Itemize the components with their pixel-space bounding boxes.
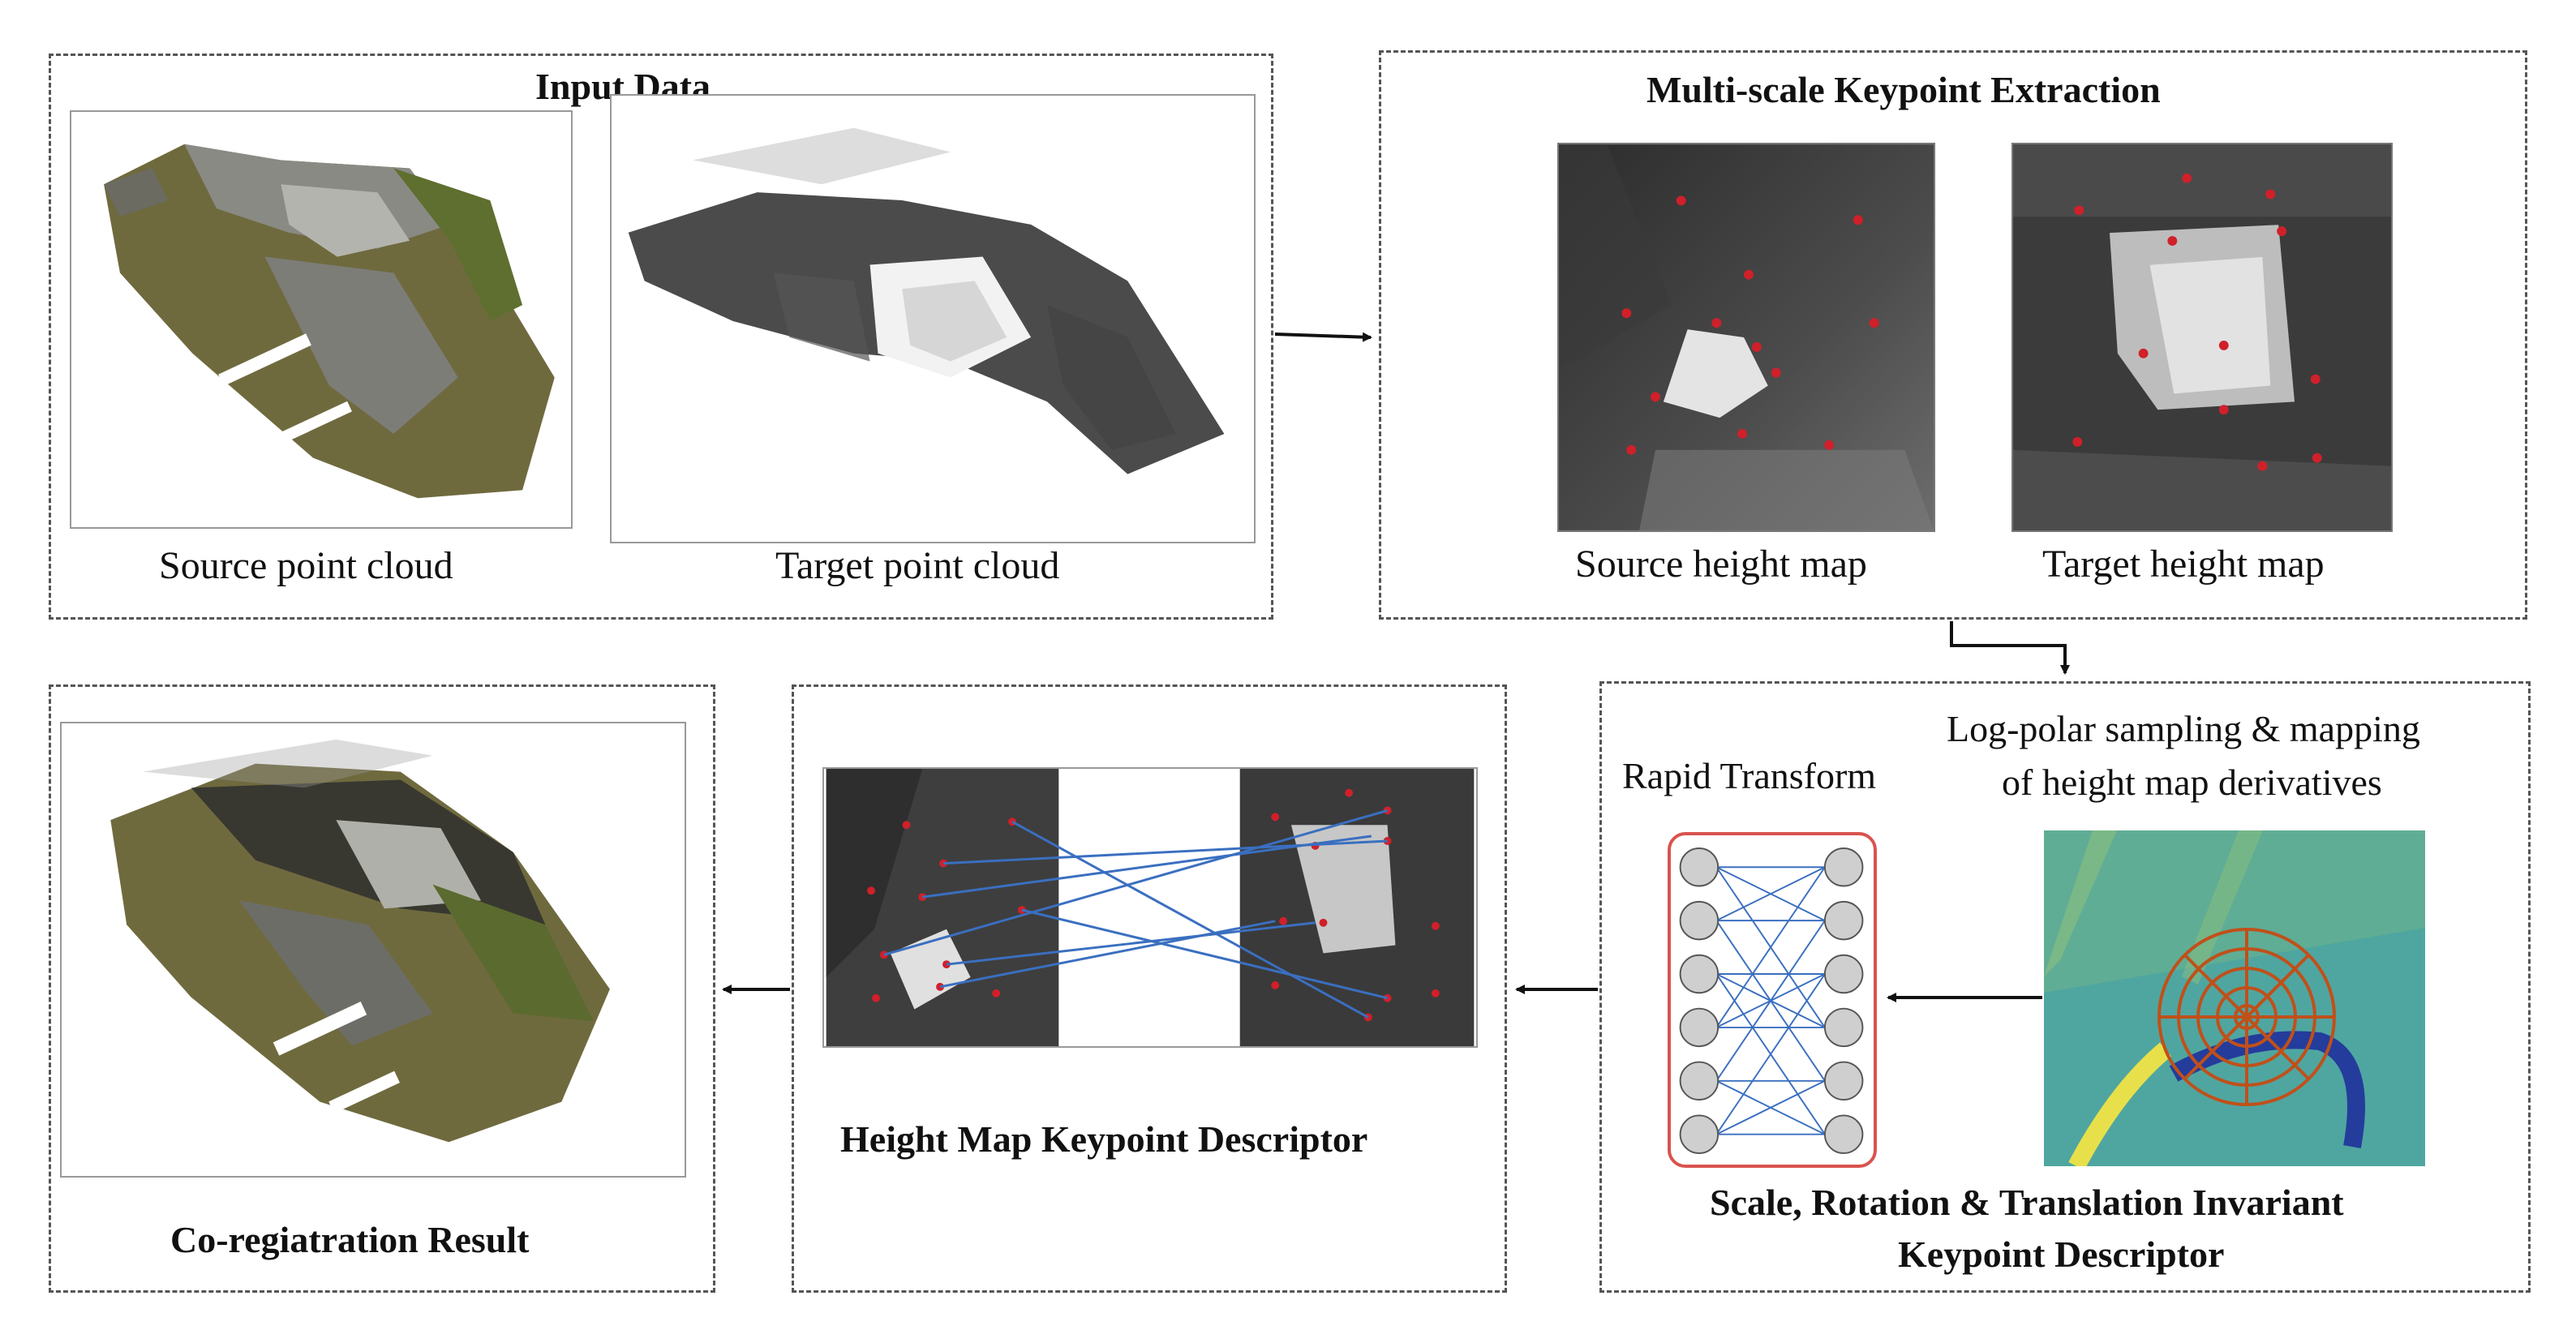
co-registration-result-image xyxy=(60,722,686,1178)
invariant-descriptor-title-line1: Scale, Rotation & Translation Invariant xyxy=(1710,1182,2344,1223)
target-height-map-image xyxy=(2011,143,2393,532)
invariant-descriptor-title-line2: Keypoint Descriptor xyxy=(1898,1234,2225,1275)
arrow-input-to-extraction xyxy=(1274,332,1372,342)
log-polar-label-line2: of height map derivatives xyxy=(2002,762,2382,803)
rapid-transform-label: Rapid Transform xyxy=(1622,755,1877,796)
target-keypoints xyxy=(2072,173,2322,471)
log-polar-sampling-image xyxy=(2044,830,2425,1166)
arrow-extraction-to-descriptor xyxy=(1950,621,2070,675)
result-title: Co-regiatration Result xyxy=(170,1219,530,1260)
input-data-panel xyxy=(49,54,1273,620)
log-polar-label-line1: Log-polar sampling & mapping xyxy=(1947,708,2420,749)
source-height-map-image xyxy=(1557,143,1935,532)
target-point-cloud-caption: Target point cloud xyxy=(775,544,1060,587)
rapid-transform-network xyxy=(1668,832,1877,1168)
source-height-map-caption: Source height map xyxy=(1575,543,1867,586)
matching-title: Height Map Keypoint Descriptor xyxy=(840,1118,1368,1160)
source-point-cloud-image xyxy=(70,110,573,529)
result-panel xyxy=(49,684,715,1293)
keypoint-extraction-panel xyxy=(1379,50,2527,620)
matching-panel xyxy=(792,684,1507,1293)
keypoint-matching-image xyxy=(822,767,1478,1048)
source-point-cloud-caption: Source point cloud xyxy=(159,544,453,587)
keypoint-extraction-title: Multi-scale Keypoint Extraction xyxy=(1646,69,2161,110)
invariant-descriptor-panel xyxy=(1599,681,2531,1293)
target-point-cloud-image xyxy=(610,94,1256,543)
target-height-map-caption: Target height map xyxy=(2042,543,2325,586)
source-keypoints xyxy=(1621,195,1879,455)
